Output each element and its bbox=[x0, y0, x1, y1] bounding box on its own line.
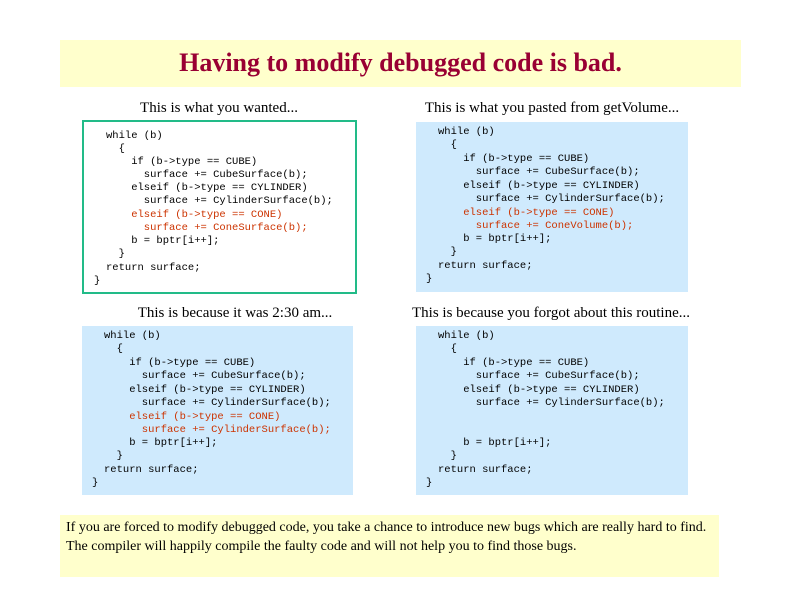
caption-pasted: This is what you pasted from getVolume..… bbox=[424, 100, 680, 116]
code-line: surface += CylinderSurface(b); bbox=[438, 397, 665, 409]
code-line: elseif (b->type == CYLINDER) bbox=[106, 182, 308, 194]
code-line: b = bptr[i++]; bbox=[438, 437, 552, 449]
summary-line-2: The compiler will happily compile the fa… bbox=[66, 539, 577, 554]
code-line: surface += CubeSurface(b); bbox=[106, 169, 308, 181]
code-box-wanted: while (b) { if (b->type == CUBE) surface… bbox=[82, 120, 357, 294]
code-line: elseif (b->type == CYLINDER) bbox=[438, 180, 640, 192]
code-line: } bbox=[104, 450, 123, 462]
code-line: if (b->type == CUBE) bbox=[438, 357, 590, 369]
code-line: } bbox=[106, 248, 125, 260]
code-line: elseif (b->type == CYLINDER) bbox=[104, 384, 306, 396]
code-line: b = bptr[i++]; bbox=[106, 235, 220, 247]
code-line: if (b->type == CUBE) bbox=[438, 153, 590, 165]
code-line: } bbox=[94, 275, 101, 287]
code-line: return surface; bbox=[438, 464, 533, 476]
slide-title: Having to modify debugged code is bad. bbox=[179, 48, 622, 77]
code-line: surface += CylinderSurface(b); bbox=[438, 193, 665, 205]
code-line: return surface; bbox=[438, 260, 533, 272]
summary-note: If you are forced to modify debugged cod… bbox=[60, 515, 719, 577]
summary-line-1: If you are forced to modify debugged cod… bbox=[66, 520, 707, 535]
code-box-late-night: while (b) { if (b->type == CUBE) surface… bbox=[82, 326, 353, 495]
code-line: } bbox=[438, 246, 457, 258]
code-line: while (b) bbox=[106, 130, 163, 142]
caption-forgot: This is because you forgot about this ro… bbox=[411, 305, 690, 321]
code-line-changed: elseif (b->type == CONE) bbox=[106, 209, 283, 221]
code-line: b = bptr[i++]; bbox=[104, 437, 218, 449]
code-box-forgot: while (b) { if (b->type == CUBE) surface… bbox=[416, 326, 688, 495]
title-banner: Having to modify debugged code is bad. bbox=[60, 40, 741, 87]
code-line: if (b->type == CUBE) bbox=[106, 156, 258, 168]
code-line: surface += CylinderSurface(b); bbox=[104, 397, 331, 409]
code-line: } bbox=[426, 477, 433, 489]
code-box-pasted: while (b) { if (b->type == CUBE) surface… bbox=[416, 122, 688, 292]
code-line: elseif (b->type == CYLINDER) bbox=[438, 384, 640, 396]
code-line: while (b) bbox=[438, 126, 495, 138]
code-line-changed: surface += CylinderSurface(b); bbox=[104, 424, 331, 436]
code-line: { bbox=[104, 343, 123, 355]
code-line: if (b->type == CUBE) bbox=[104, 357, 256, 369]
code-line: return surface; bbox=[104, 464, 199, 476]
code-line: { bbox=[438, 139, 457, 151]
code-line: while (b) bbox=[438, 330, 495, 342]
code-line: return surface; bbox=[106, 262, 201, 274]
code-line: { bbox=[106, 143, 125, 155]
code-line: surface += CubeSurface(b); bbox=[438, 166, 640, 178]
code-line: while (b) bbox=[104, 330, 161, 342]
code-line-changed: surface += ConeVolume(b); bbox=[438, 220, 634, 232]
code-line: } bbox=[426, 273, 433, 285]
code-line-changed: surface += ConeSurface(b); bbox=[106, 222, 308, 234]
code-line-changed: elseif (b->type == CONE) bbox=[438, 207, 615, 219]
code-line: surface += CubeSurface(b); bbox=[104, 370, 306, 382]
code-line: surface += CubeSurface(b); bbox=[438, 370, 640, 382]
code-line: } bbox=[92, 477, 99, 489]
code-line-changed: elseif (b->type == CONE) bbox=[104, 411, 281, 423]
code-line: surface += CylinderSurface(b); bbox=[106, 195, 333, 207]
code-line: } bbox=[438, 450, 457, 462]
code-line: b = bptr[i++]; bbox=[438, 233, 552, 245]
caption-wanted: This is what you wanted... bbox=[140, 100, 298, 116]
caption-late-night: This is because it was 2:30 am... bbox=[137, 305, 333, 321]
code-line: { bbox=[438, 343, 457, 355]
